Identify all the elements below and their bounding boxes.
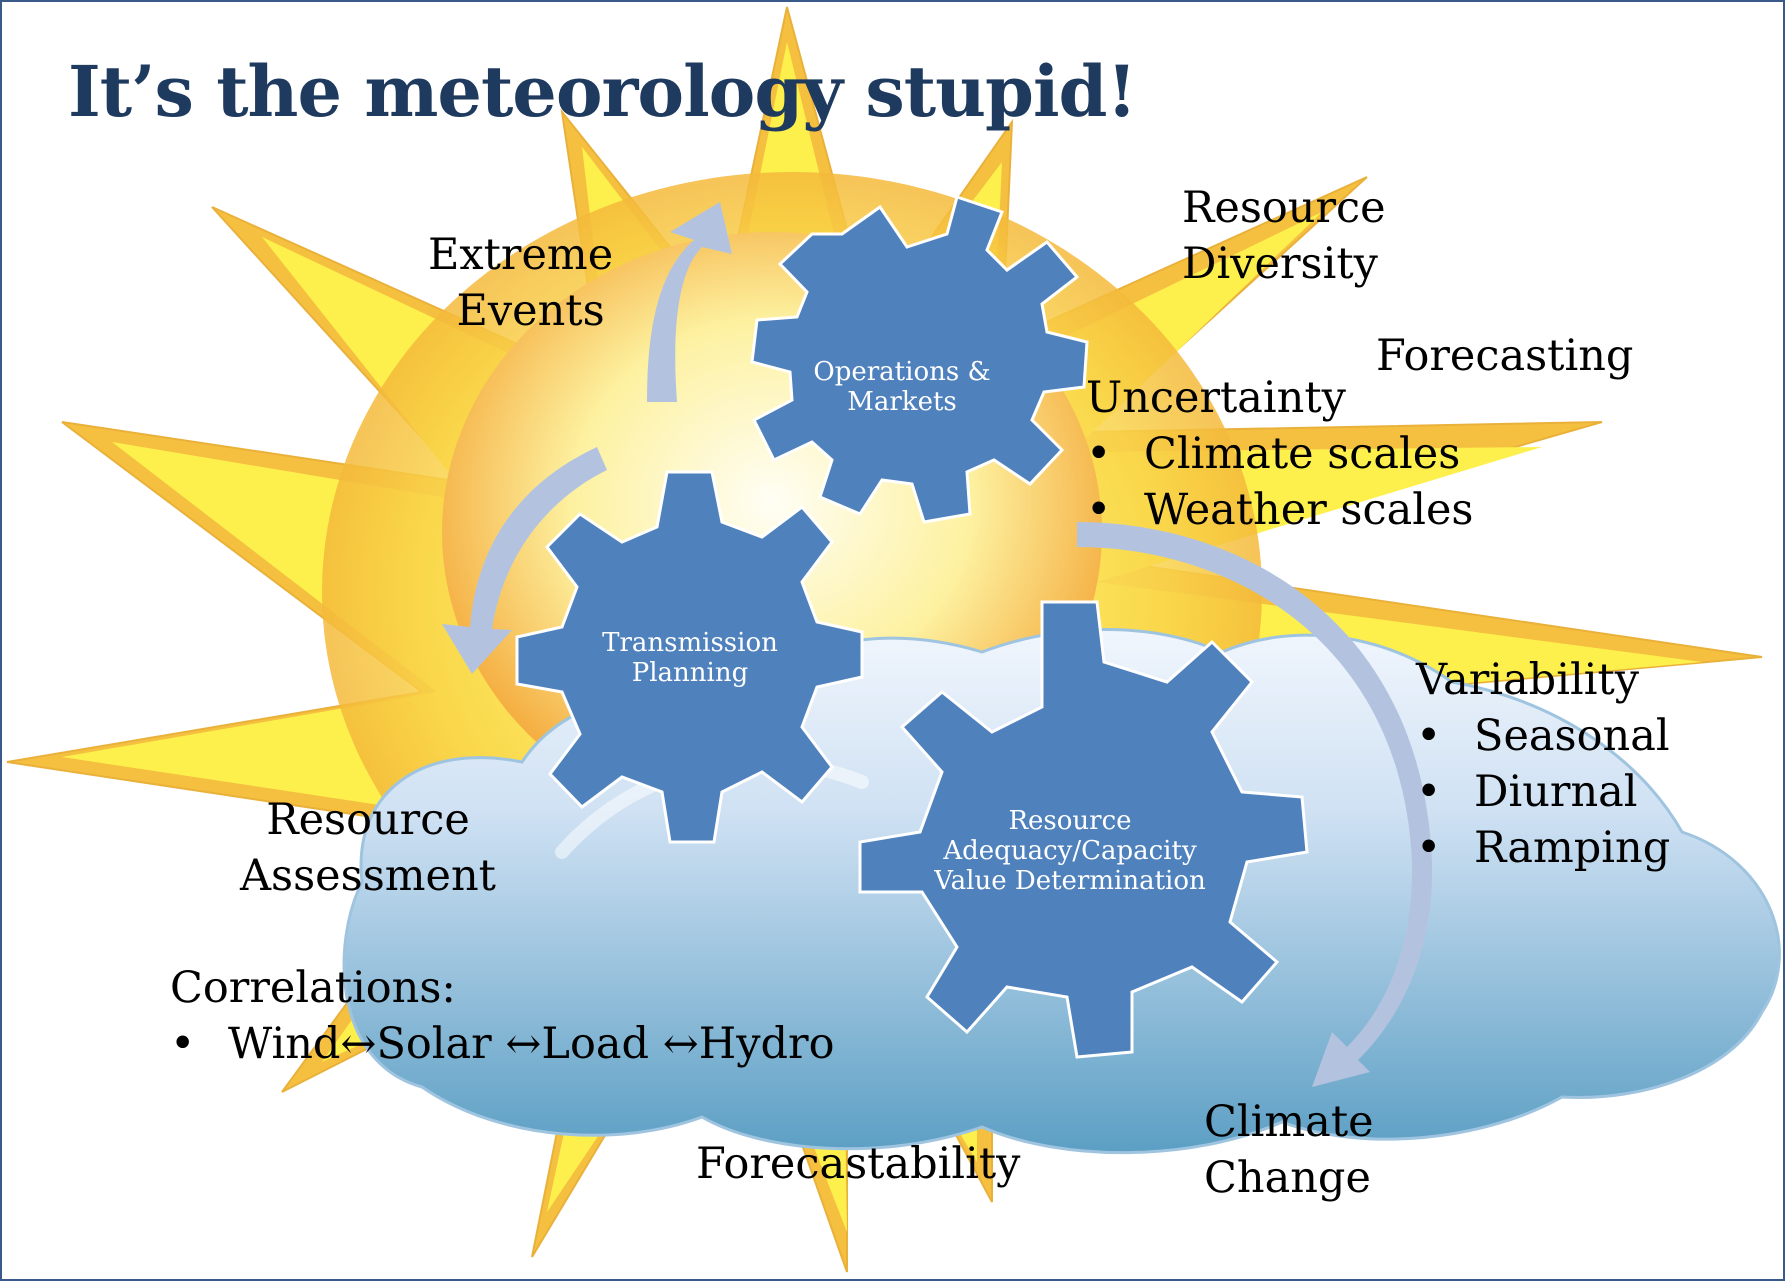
gear-label-line: Operations & [813,357,991,387]
slide-title: It’s the meteorology stupid! [68,50,1137,133]
label-resource-diversity: Resource Diversity [1182,180,1386,292]
label-correlations: Correlations: Wind↔Solar ↔Load ↔Hydro [170,960,835,1072]
label-resource-assessment: Resource Assessment [240,792,496,904]
gear-label-line: Resource [1008,806,1132,836]
label-variability: Variability Seasonal Diurnal Ramping [1416,652,1670,876]
label-line: Change [1204,1153,1371,1203]
label-line: Diversity [1182,239,1378,289]
uncertainty-bullet: Climate scales [1086,426,1473,482]
gear-label-transmission-planning: Transmission Planning [602,628,778,688]
label-climate-change: Climate Change [1204,1094,1374,1206]
gear-operations-markets-shape [750,195,1089,524]
correlations-heading: Correlations: [170,963,456,1013]
gear-transmission-planning [515,470,864,844]
gear-operations-markets [750,195,1089,524]
gear-label-line: Markets [847,387,957,417]
label-line: Extreme [428,230,614,280]
gear-label-operations-markets: Operations & Markets [813,357,990,417]
gear-label-resource-adequacy: Resource Adequacy/Capacity Value Determi… [934,806,1205,896]
variability-bullet: Seasonal [1416,708,1670,764]
gear-resource-adequacy-shape [858,600,1309,1059]
gear-label-line: Planning [631,658,749,688]
label-line: Assessment [240,851,496,901]
variability-bullet: Ramping [1416,820,1670,876]
label-line: Resource [1182,183,1386,233]
gear-transmission-planning-shape [515,470,864,844]
variability-heading: Variability [1416,655,1640,705]
label-line: Events [456,286,605,336]
label-forecastability: Forecastability [696,1139,1021,1189]
variability-bullet: Diurnal [1416,764,1670,820]
label-line: Resource [266,795,470,845]
uncertainty-heading: Uncertainty [1086,373,1346,423]
label-uncertainty: Uncertainty Climate scales Weather scale… [1086,370,1473,538]
uncertainty-bullet: Weather scales [1086,482,1473,538]
gear-label-line: Adequacy/Capacity [943,836,1197,866]
label-line: Climate [1204,1097,1374,1147]
cycle-arrows [442,202,1433,1087]
correlations-bullet: Wind↔Solar ↔Load ↔Hydro [170,1016,835,1072]
gear-resource-adequacy [858,600,1309,1059]
label-forecasting: Forecasting [1376,331,1634,381]
label-extreme-events: Extreme Events [428,227,613,339]
gear-label-line: Value Determination [934,866,1206,896]
gear-label-line: Transmission [602,628,778,658]
